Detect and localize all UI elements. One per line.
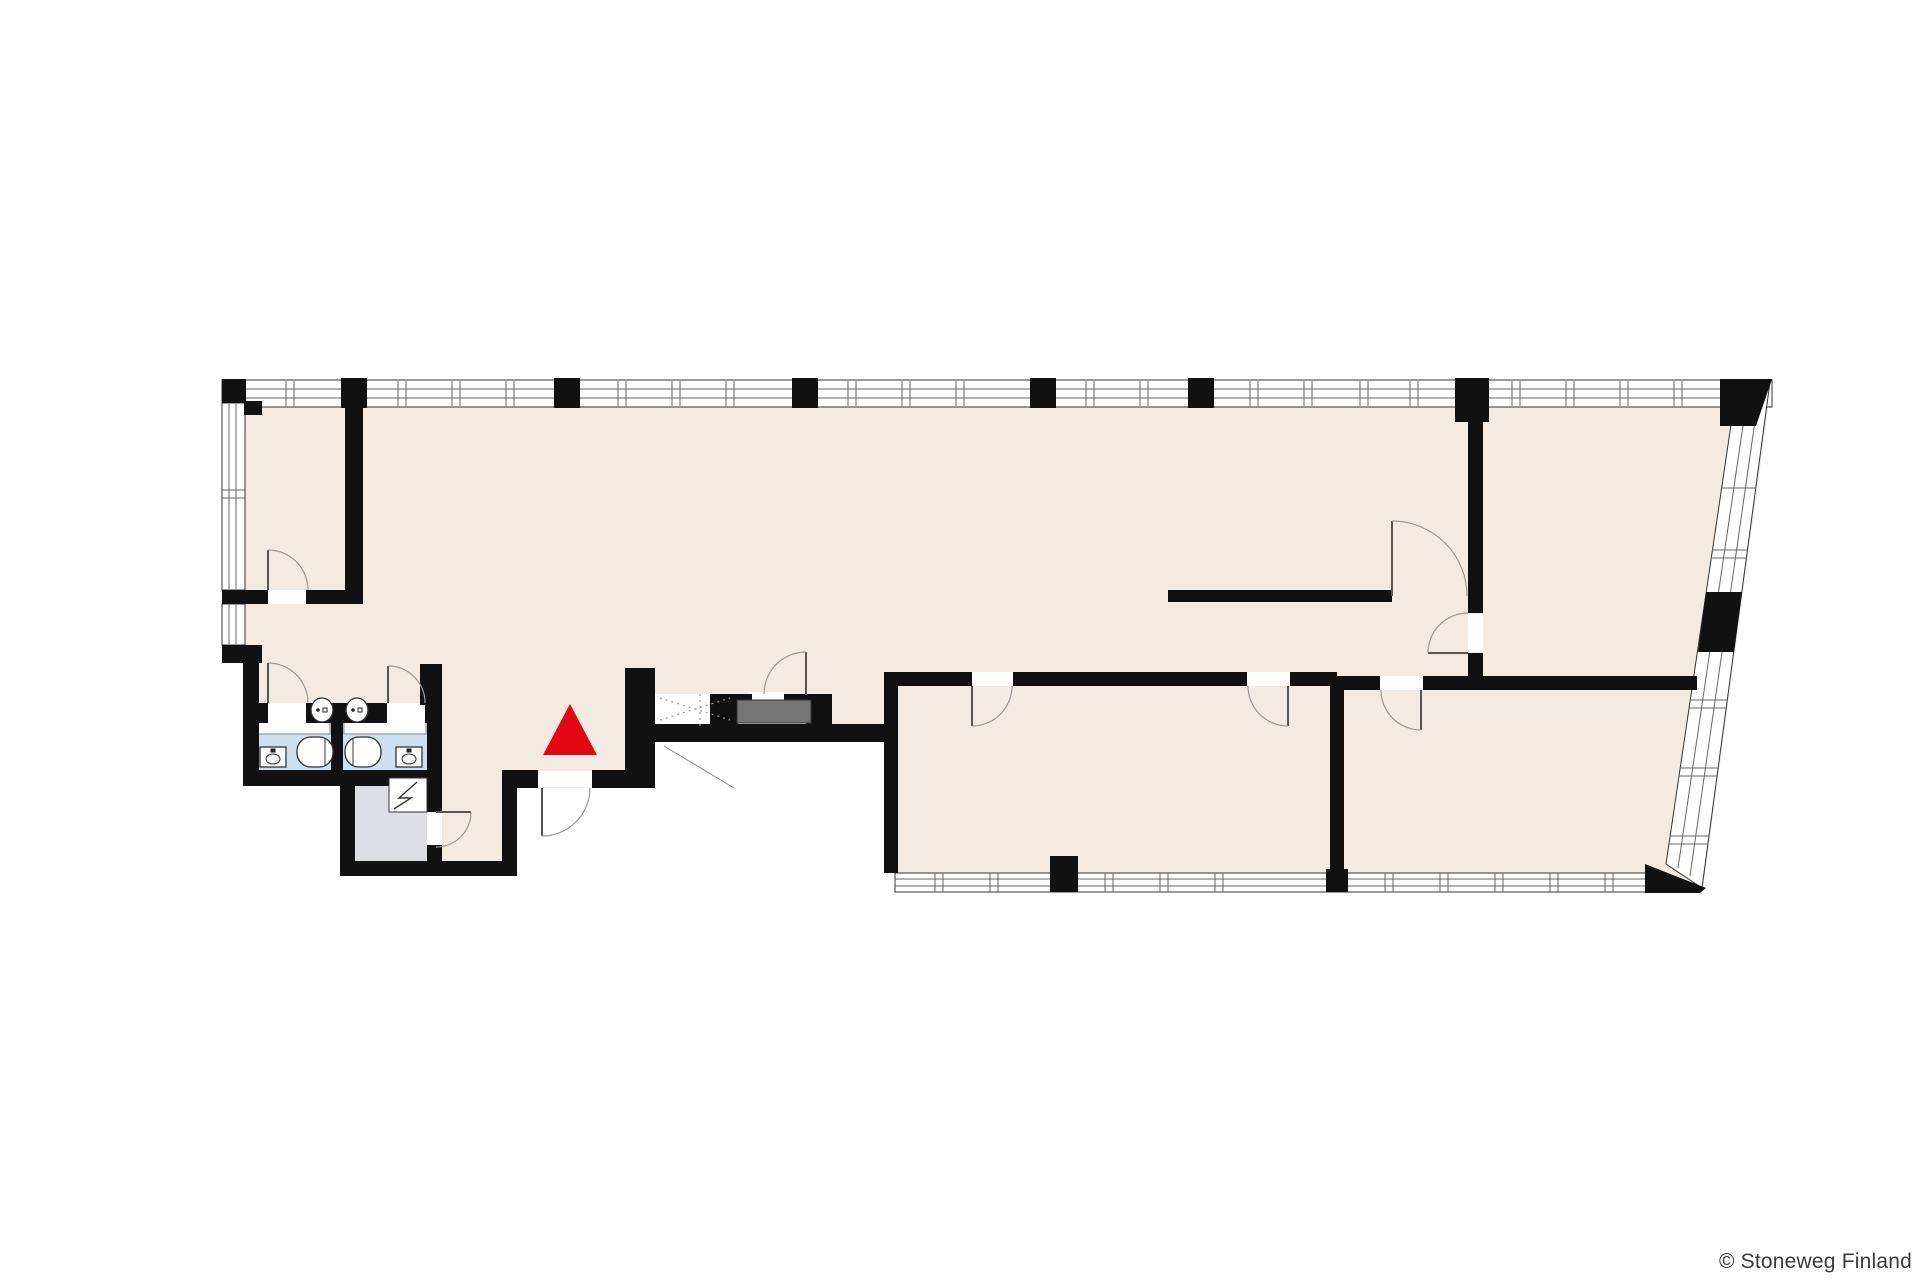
door-opening [748,692,784,702]
door-swing-arc [1427,612,1469,654]
window-band-left [221,402,246,591]
window-band-bottom [894,872,1654,893]
toilet-icon [316,708,320,712]
wall [792,378,818,408]
wall [420,664,442,705]
stair-niche [655,694,710,726]
copyright-text: © Stoneweg Finland [1718,1250,1912,1273]
wall [1030,378,1056,408]
wall [648,724,898,742]
wall [1168,590,1392,602]
stair-dash-line [659,697,731,721]
wall [738,694,752,702]
toilet-icon [345,697,369,723]
door-opening [1468,614,1483,652]
wall [884,672,972,686]
window-band-top [221,379,1773,408]
wall [1013,672,1247,686]
wall [1337,676,1380,690]
window-band-left [221,603,246,646]
wall [340,786,355,876]
door-swing-arc [387,665,426,704]
wall [1698,592,1742,652]
wall [554,378,580,408]
wall [784,694,810,702]
door-swing-arc [971,685,1013,727]
sink-icon [265,753,281,765]
wall [243,703,268,723]
door-opening [268,590,306,604]
toilet-icon [322,707,328,713]
door-swing-arc [435,811,472,848]
wall [1468,398,1483,613]
entrance-marker [543,704,597,755]
door-opening [427,812,442,845]
building-footprint [222,380,1772,890]
wall [345,400,363,604]
wall [1290,672,1337,686]
sink-icon [401,753,417,765]
door-opening [1247,672,1290,686]
sink-icon [259,746,287,768]
wall [1645,864,1706,893]
door-swing-arc [267,662,309,704]
wall [244,401,262,415]
stair-line [663,745,735,789]
wall [341,378,367,408]
electrical-bolt-icon [393,781,418,810]
bathroom-shelf [257,721,331,735]
wall [340,861,517,876]
door-swing-arc [1391,520,1468,597]
kitchenette-counter [736,699,812,724]
wall [502,770,538,788]
wall [222,645,262,663]
sink-icon [395,746,423,768]
sink-icon [270,748,276,753]
wall [306,590,363,604]
wall [502,770,517,876]
door-opening [267,703,306,723]
wall [1720,379,1772,426]
door-swing-arc [1380,689,1422,731]
toilet-icon [351,708,355,712]
door-swing-arc [267,549,309,591]
door-opening [538,771,592,787]
bathtub-icon [296,736,334,768]
bathtub-icon [344,736,382,768]
wall [222,590,268,604]
wall [1188,378,1214,408]
door-opening [1380,676,1423,690]
wall [710,694,738,726]
toilet-icon [310,697,334,723]
electrical-panel [388,777,428,813]
wall [427,788,442,812]
sink-icon [406,748,412,753]
wall [1423,676,1697,690]
toilet-icon [357,707,363,713]
wall [1050,856,1078,892]
door-swing-arc [763,651,807,695]
door-swing-arc [541,787,591,837]
door-swing-arc [1247,685,1289,727]
wall [1455,378,1489,422]
wall [1330,678,1344,873]
wall [331,703,343,786]
wall [1326,869,1348,892]
wall [1468,653,1483,690]
wall [222,379,246,403]
door-opening [972,672,1013,686]
wall [427,703,442,788]
wall [243,663,259,786]
door-opening [387,703,425,723]
wall [884,672,898,873]
bathroom-shelf [343,721,427,735]
